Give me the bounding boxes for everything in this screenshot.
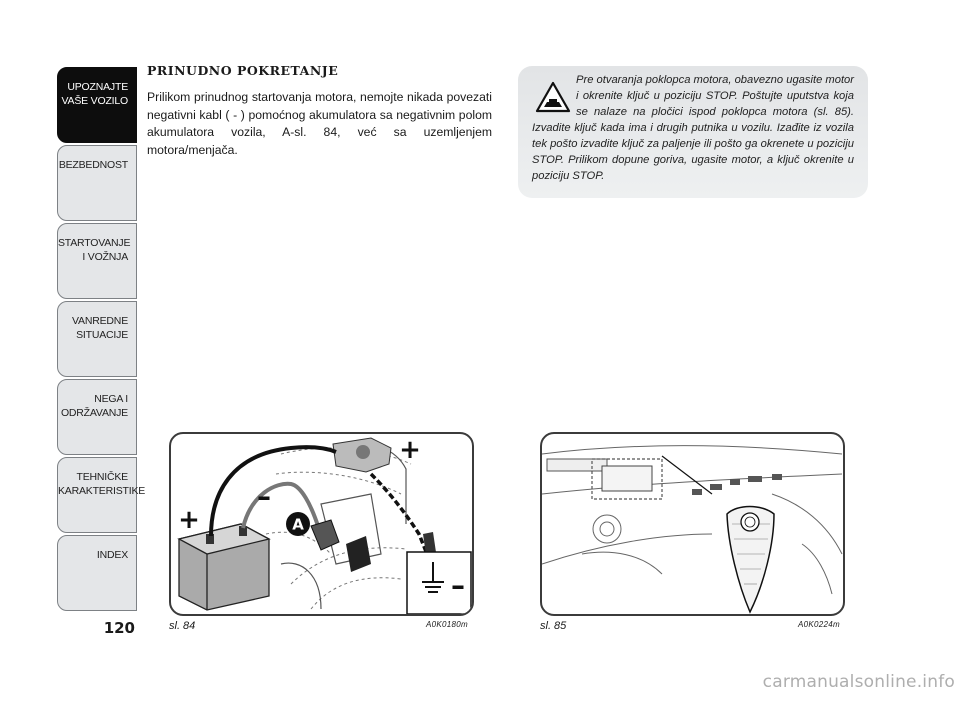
jump-start-illustration: A + + – –: [177, 435, 472, 614]
warning-text: Pre otvaranja poklopca motora, obavezno …: [532, 74, 854, 182]
tab-bezbednost[interactable]: BEZBEDNOST: [57, 145, 137, 221]
figure-85-caption: sl. 85: [540, 620, 567, 632]
car-front-illustration: [542, 445, 843, 614]
tab-label: VANREDNE SITUACIJE: [72, 315, 128, 341]
figure-84-caption: sl. 84: [169, 620, 196, 632]
tab-nega-i-odrzavanje[interactable]: NEGA I ODRŽAVANJE: [57, 379, 137, 455]
page-number: 120: [103, 619, 135, 637]
section-heading: PRINUDNO POKRETANJE: [147, 63, 339, 78]
watermark: carmanualsonline.info: [762, 672, 955, 692]
warning-triangle-icon: [535, 81, 571, 113]
tab-vanredne-situacije[interactable]: VANREDNE SITUACIJE: [57, 301, 137, 377]
warning-box: Pre otvaranja poklopca motora, obavezno …: [518, 66, 868, 198]
tab-label: INDEX: [96, 549, 128, 561]
figure-85-code: A0K0224m: [798, 620, 840, 629]
tab-label: BEZBEDNOST: [58, 159, 128, 171]
tab-label: UPOZNAJTE VAŠE VOZILO: [61, 81, 129, 107]
callout-a-label: A: [292, 516, 304, 534]
figure-84: A + + – –: [169, 432, 474, 616]
tab-index[interactable]: INDEX: [57, 535, 137, 611]
plus-sign-top: +: [399, 435, 421, 465]
plus-sign-battery: +: [178, 505, 200, 535]
figure-84-code: A0K0180m: [426, 620, 468, 629]
section-body: Prilikom prinudnog startovanja motora, n…: [147, 90, 492, 157]
tab-upoznajte-vase-vozilo[interactable]: UPOZNAJTE VAŠE VOZILO: [57, 67, 137, 143]
tab-label: NEGA I ODRŽAVANJE: [60, 393, 128, 419]
tab-label: STARTOVANJE I VOŽNJA: [58, 237, 131, 263]
minus-sign-top: –: [257, 480, 271, 513]
tab-startovanje-i-voznja[interactable]: STARTOVANJE I VOŽNJA: [57, 223, 137, 299]
figure-85: [540, 432, 845, 616]
battery-drawing: [177, 523, 271, 611]
callout-a-marker: [286, 512, 310, 536]
tab-tehnicke-karakteristike[interactable]: TEHNIČKE KARAKTERISTIKE: [57, 457, 145, 533]
tab-label: TEHNIČKE KARAKTERISTIKE: [58, 471, 146, 497]
warning-text-block: Pre otvaranja poklopca motora, obavezno …: [532, 72, 854, 184]
minus-sign-ground: –: [451, 569, 465, 602]
